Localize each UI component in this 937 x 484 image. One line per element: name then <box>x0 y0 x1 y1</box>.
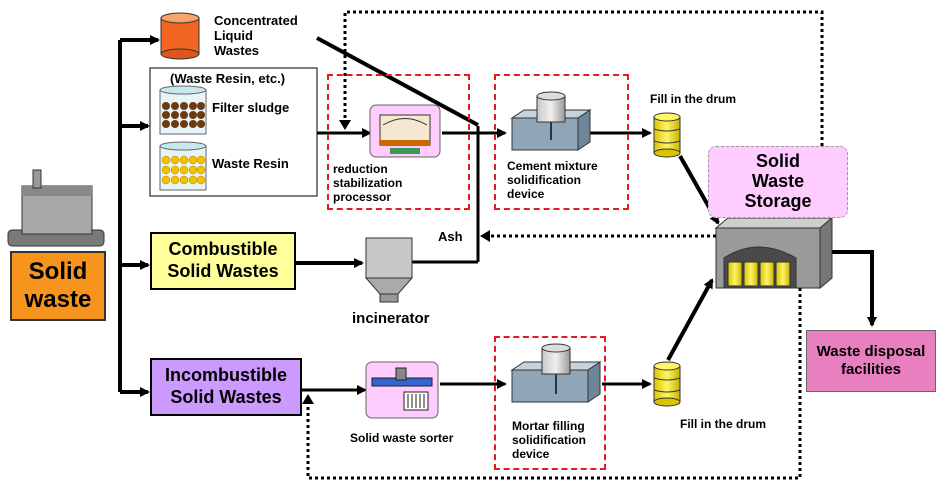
fill-drum-bottom-label: Fill in the drum <box>680 417 766 431</box>
solid-waste-building-icon <box>7 169 105 247</box>
waste-resin-jar-icon <box>159 141 207 191</box>
reduction-label: reduction stabilization processor <box>333 162 403 204</box>
drum-icon-top <box>653 112 681 158</box>
filter-sludge-jar-icon <box>159 85 207 135</box>
combustible-box: Combustible Solid Wastes <box>150 232 296 290</box>
disposal-box: Waste disposal facilities <box>806 330 936 392</box>
storage-box: Solid Waste Storage <box>708 146 848 218</box>
incinerator-label: incinerator <box>352 310 430 327</box>
cement-label: Cement mixture solidification device <box>507 159 598 201</box>
fill-drum-top-label: Fill in the drum <box>650 92 736 106</box>
incombustible-box: Incombustible Solid Wastes <box>150 358 302 416</box>
dotted-feedback-top <box>343 10 824 218</box>
combustible-label: Combustible Solid Wastes <box>167 239 279 281</box>
cement-dashed-box <box>494 74 629 210</box>
waste-resin-label: Waste Resin <box>212 156 289 171</box>
incinerator-icon <box>364 237 414 303</box>
arrow-drum-to-storage-bottom <box>666 278 714 361</box>
cement-mixer-icon <box>510 91 592 151</box>
line-concentrated-to-junction <box>316 36 479 127</box>
waste-resin-etc-label: (Waste Resin, etc.) <box>170 71 286 86</box>
reduction-dashed-box <box>327 74 470 210</box>
incombustible-label: Incombustible Solid Wastes <box>164 365 287 407</box>
mortar-label: Mortar filling solidification device <box>512 419 587 461</box>
storage-label: Solid Waste Storage <box>744 151 812 211</box>
arrow-storage-to-disposal <box>832 250 877 327</box>
mortar-device-icon <box>510 343 602 403</box>
sorter-icon <box>365 361 439 419</box>
storage-building-icon <box>714 216 834 290</box>
solid-waste-label: Solid waste <box>24 258 92 313</box>
solid-waste-box: Solid waste <box>10 251 106 321</box>
mortar-dashed-box <box>494 336 606 470</box>
disposal-label: Waste disposal facilities <box>816 343 926 378</box>
reduction-processor-icon <box>369 104 441 158</box>
drum-icon-bottom <box>653 361 681 407</box>
ash-label: Ash <box>438 229 463 244</box>
dotted-feedback-bottom <box>306 288 802 480</box>
concentrated-label: Concentrated Liquid Wastes <box>214 13 298 58</box>
liquid-tank-icon <box>160 12 200 60</box>
filter-sludge-label: Filter sludge <box>212 100 290 115</box>
sorter-label: Solid waste sorter <box>350 431 454 445</box>
